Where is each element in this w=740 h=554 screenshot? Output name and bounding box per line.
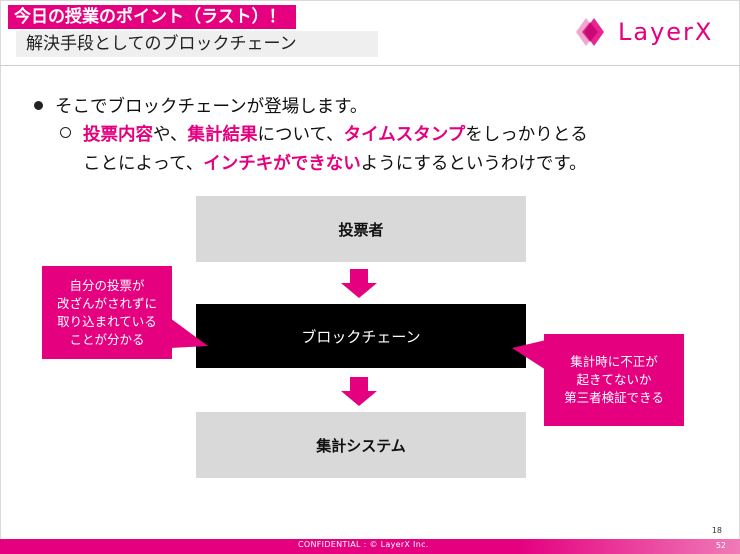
slide-title: 今日の授業のポイント（ラスト）！: [8, 5, 296, 29]
arrow-down-icon: [341, 269, 377, 298]
callout-left-line: 自分の投票が: [69, 277, 145, 293]
highlight-timestamp: タイムスタンプ: [343, 125, 466, 145]
callout-left-line: 改ざんがされずに: [56, 295, 157, 311]
footer-bar: [0, 539, 740, 554]
box-voter: 投票者: [196, 196, 526, 262]
sub-text-2: について、: [257, 125, 344, 145]
highlight-vote-content: 投票内容: [83, 125, 153, 145]
box-counting-system: 集計システム: [196, 412, 526, 478]
logo: LayerX: [574, 15, 713, 49]
logo-text: LayerX: [618, 18, 714, 46]
sub-text-1: や、: [153, 125, 188, 145]
callout-right: 集計時に不正が 起きてないか 第三者検証できる: [544, 334, 684, 426]
page-number: 18: [711, 526, 722, 535]
bullet-sub-line1: 投票内容や、集計結果について、タイムスタンプをしっかりとる: [60, 121, 720, 150]
callout-left-pointer: [170, 318, 208, 348]
callout-left-line: ことが分かる: [69, 331, 145, 347]
highlight-count-result: 集計結果: [187, 125, 258, 145]
callout-right-line: 起きてないか: [576, 372, 652, 387]
layerx-logo-icon: [576, 18, 604, 46]
slide-number: 52: [715, 541, 726, 550]
slide-subtitle: 解決手段としてのブロックチェーン: [16, 31, 378, 57]
bullet-main-text: そこでブロックチェーンが登場します。: [55, 97, 368, 117]
sub-text-3: をしっかりとる: [465, 125, 588, 145]
bullet-sub-line2: ことによって、インチキができないようにするというわけです。: [60, 150, 720, 179]
highlight-no-cheating: インチキができない: [203, 154, 361, 174]
sub-text-5: ようにするというわけです。: [360, 154, 587, 174]
callout-right-line: 第三者検証できる: [564, 390, 664, 405]
bullet-sub: 投票内容や、集計結果について、タイムスタンプをしっかりとる ことによって、インチ…: [60, 121, 720, 179]
box-blockchain: ブロックチェーン: [196, 304, 526, 368]
header-divider: [0, 65, 740, 66]
callout-left: 自分の投票が 改ざんがされずに 取り込まれている ことが分かる: [42, 266, 172, 359]
bullet-circle-icon: [60, 127, 71, 138]
bullet-main: そこでブロックチェーンが登場します。: [34, 94, 367, 120]
arrow-down-icon: [341, 377, 377, 406]
bullet-dot-icon: [34, 101, 43, 110]
footer-confidential: CONFIDENTIAL : © LayerX Inc.: [298, 540, 429, 549]
sub-text-4: ことによって、: [83, 154, 204, 174]
callout-left-line: 取り込まれている: [57, 313, 157, 329]
callout-right-line: 集計時に不正が: [570, 354, 658, 369]
callout-right-pointer: [512, 340, 546, 370]
